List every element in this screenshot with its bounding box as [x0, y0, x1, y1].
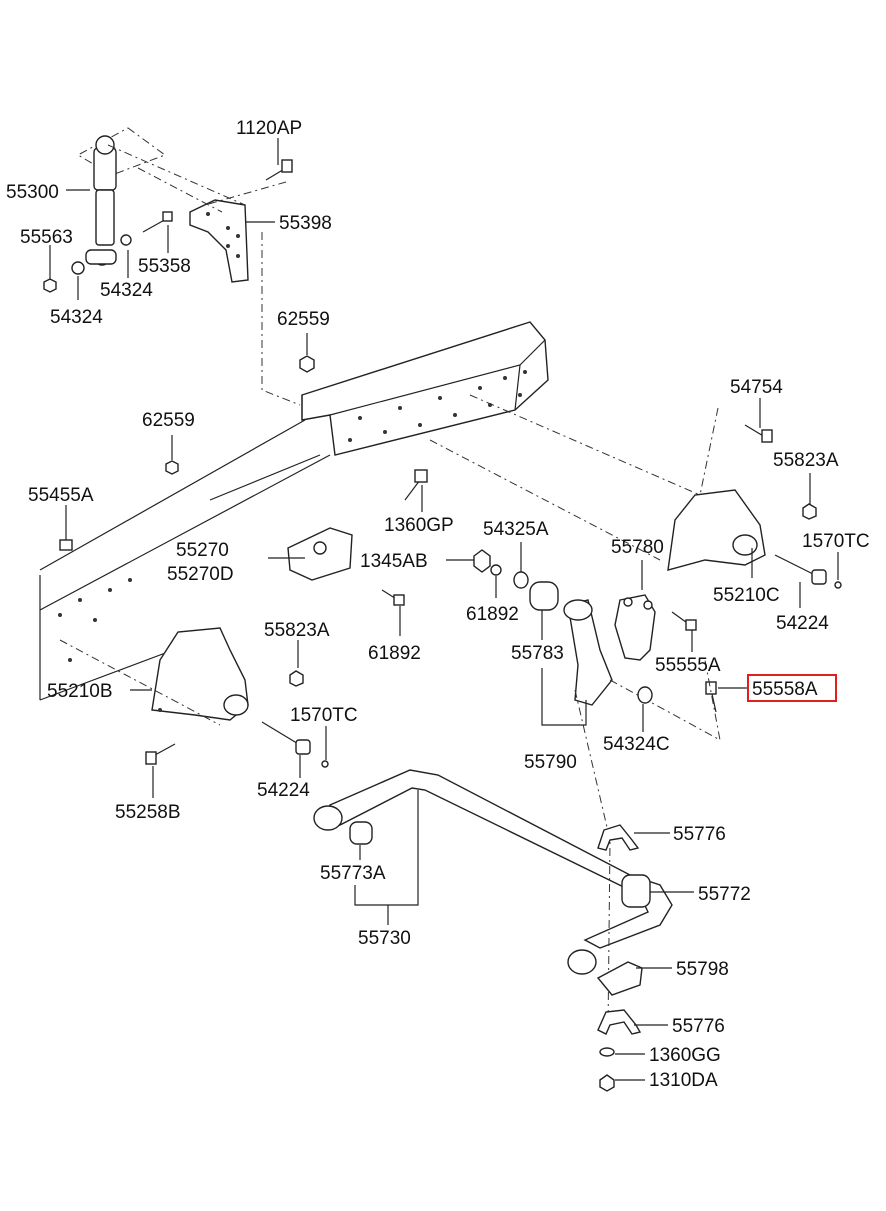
part-label-61892-lower[interactable]: 61892: [368, 643, 421, 664]
part-label-1570TC-left[interactable]: 1570TC: [290, 705, 358, 726]
part-label-55783[interactable]: 55783: [511, 643, 564, 664]
nut-62559-lower: [165, 460, 179, 475]
part-label-55563[interactable]: 55563: [20, 227, 73, 248]
stabilizer-bar-55730: [313, 769, 673, 975]
part-label-54224-left[interactable]: 54224: [257, 780, 310, 801]
nut-55823A-left: [289, 670, 304, 687]
bushing-1345AB: [473, 549, 491, 573]
part-label-55455A[interactable]: 55455A: [28, 485, 94, 506]
part-label-55790[interactable]: 55790: [524, 752, 577, 773]
part-label-55730[interactable]: 55730: [358, 928, 411, 949]
bushing-55773A: [349, 821, 373, 845]
bushing-55783: [529, 581, 559, 611]
part-label-1310DA[interactable]: 1310DA: [649, 1070, 718, 1091]
plate-55798: [596, 961, 643, 996]
washer-54324C: [637, 686, 653, 704]
part-label-61892-upper[interactable]: 61892: [466, 604, 519, 625]
nut-55823A-right: [802, 503, 817, 520]
nut-62559-upper: [299, 355, 315, 373]
nut-55563: [43, 278, 57, 293]
part-label-54324-upper[interactable]: 54324: [100, 280, 153, 301]
part-label-54325A[interactable]: 54325A: [483, 519, 549, 540]
part-label-54324C[interactable]: 54324C: [603, 734, 670, 755]
part-label-62559-lower[interactable]: 62559: [142, 410, 195, 431]
bolt-55555A: [671, 611, 697, 631]
bolt-1120AP: [265, 159, 293, 181]
part-label-55210C[interactable]: 55210C: [713, 585, 780, 606]
bolt-61892: [381, 589, 405, 606]
part-label-55210B[interactable]: 55210B: [47, 681, 113, 702]
part-label-55773A[interactable]: 55773A: [320, 863, 386, 884]
part-label-62559-upper[interactable]: 62559: [277, 309, 330, 330]
part-label-55555A[interactable]: 55555A: [655, 655, 721, 676]
bolt-54754: [744, 424, 773, 443]
part-label-55358[interactable]: 55358: [138, 256, 191, 277]
clamp-55776-lower: [597, 1009, 642, 1035]
part-label-55300[interactable]: 55300: [6, 182, 59, 203]
washer-54324-lower: [71, 261, 85, 275]
part-label-54754[interactable]: 54754: [730, 377, 783, 398]
part-label-55798[interactable]: 55798: [676, 959, 729, 980]
link-55790: [563, 599, 613, 706]
bolt-55258B: [145, 743, 176, 765]
frame-rail: [39, 321, 549, 701]
washer-61892: [490, 564, 502, 576]
washer-54324-upper: [120, 234, 132, 246]
bracket-55270: [287, 527, 353, 581]
part-label-55776-lower[interactable]: 55776: [672, 1016, 725, 1037]
clamp-55776-upper: [597, 824, 640, 851]
washer-54325A: [513, 571, 529, 589]
part-label-1120AP[interactable]: 1120AP: [236, 118, 302, 139]
part-label-55823A-left[interactable]: 55823A: [264, 620, 330, 641]
nut-1310DA: [599, 1074, 615, 1092]
bolt-55455A: [59, 520, 73, 551]
part-label-1570TC-right[interactable]: 1570TC: [802, 531, 870, 552]
part-label-1345AB[interactable]: 1345AB: [360, 551, 428, 572]
bolt-1360GP: [404, 469, 428, 501]
leader-lines: [49, 138, 839, 1081]
washer-1360GG: [599, 1047, 615, 1057]
highlight-box: [747, 674, 837, 702]
part-label-55258B[interactable]: 55258B: [115, 802, 181, 823]
bolt-55558A: [705, 681, 717, 713]
part-label-55776-upper[interactable]: 55776: [673, 824, 726, 845]
part-label-1360GP[interactable]: 1360GP: [384, 515, 454, 536]
part-label-55780[interactable]: 55780: [611, 537, 664, 558]
hanger-55210C: [667, 489, 766, 571]
pin-54224-left: [261, 721, 311, 755]
bolt-55358: [142, 211, 173, 233]
part-label-54324-lower[interactable]: 54324: [50, 307, 103, 328]
bracket-55398: [189, 199, 249, 283]
fitting-1570TC-left: [321, 760, 329, 768]
hanger-55210B: [151, 627, 249, 721]
part-label-55270[interactable]: 55270: [176, 540, 229, 561]
part-label-1360GG[interactable]: 1360GG: [649, 1045, 721, 1066]
part-label-55270D[interactable]: 55270D: [167, 564, 234, 585]
part-label-55558A[interactable]: 55558A: [752, 679, 818, 700]
fitting-1570TC-right: [834, 581, 842, 589]
part-label-55823A-right[interactable]: 55823A: [773, 450, 839, 471]
pin-54224-right: [774, 554, 827, 585]
shock-absorber: [76, 127, 167, 266]
part-label-54224-right[interactable]: 54224: [776, 613, 829, 634]
part-label-55772[interactable]: 55772: [698, 884, 751, 905]
bracket-55780: [614, 594, 656, 661]
part-label-55398[interactable]: 55398: [279, 213, 332, 234]
